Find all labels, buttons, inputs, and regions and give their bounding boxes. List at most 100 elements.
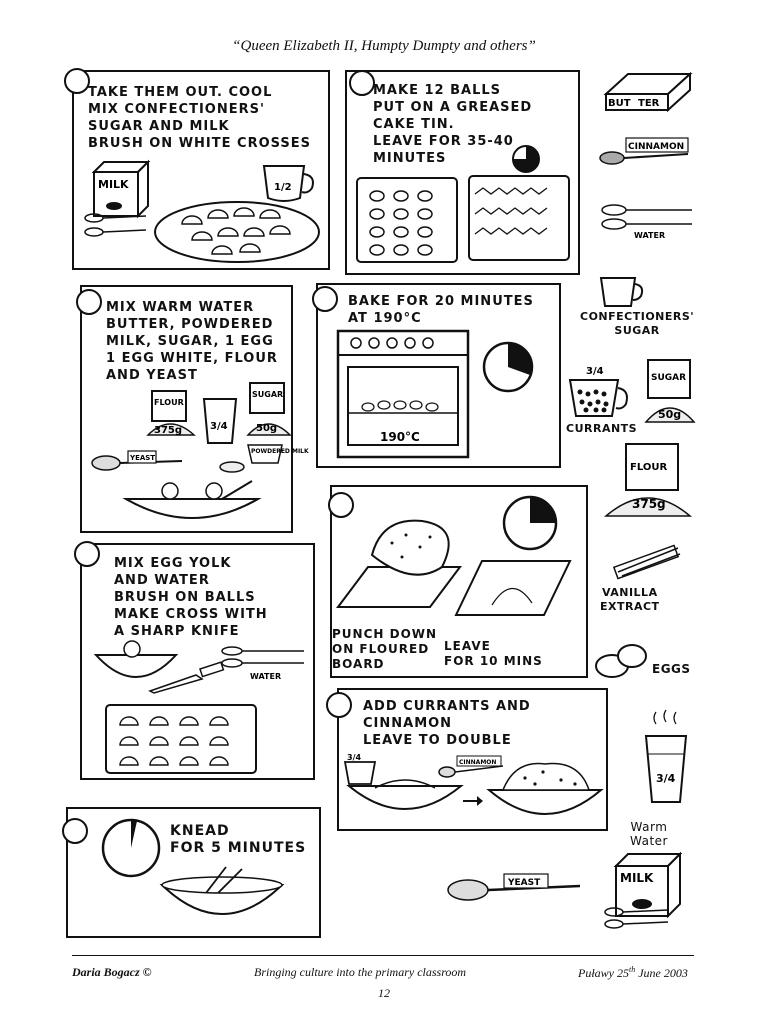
step-number-circle	[74, 541, 100, 567]
greased-tin-icon	[356, 177, 458, 263]
timer-icon	[512, 145, 540, 173]
step-text: TAKE THEM OUT. COOL MIX CONFECTIONERS' S…	[88, 85, 312, 151]
cinnamon-spoon-icon: CINNAMON	[438, 755, 504, 778]
step-panel-make-balls: MAKE 12 BALLS PUT ON A GREASED CAKE TIN.…	[345, 70, 580, 275]
milk-label: MILK	[620, 871, 654, 885]
currants-fraction: 3/4	[586, 366, 604, 377]
step-number-circle	[326, 692, 352, 718]
sugar-weight: 50g	[256, 423, 277, 434]
currants-label: CURRANTS	[566, 422, 638, 435]
step-panel-mix-ingredients: MIX WARM WATER BUTTER, POWDERED MILK, SU…	[80, 285, 309, 533]
yeast-spoon-icon: YEAST	[91, 450, 183, 471]
tray-of-buns-icon	[105, 704, 257, 774]
powdered-milk-label: POWDERED MILK	[251, 448, 309, 455]
milk-spoons-icon	[604, 907, 669, 929]
fraction-label: 3/4	[656, 772, 676, 785]
cinnamon-spoon-icon: CINNAMON	[599, 137, 689, 165]
sugar-bag-icon: SUGAR 50g	[246, 382, 292, 436]
butter-icon: BUT TER	[603, 71, 693, 113]
step-panel-egg-wash: MIX EGG YOLK AND WATER BRUSH ON BALLS MA…	[80, 543, 315, 780]
flour-label: FLOUR	[630, 462, 667, 473]
eggs-label: EGGS	[652, 662, 691, 676]
milk-carton-icon: MILK	[91, 159, 151, 219]
dough-bowl-small-icon	[346, 779, 464, 810]
step-text: MIX EGG YOLK AND WATER BRUSH ON BALLS MA…	[114, 556, 268, 639]
footer-divider	[72, 955, 694, 956]
step-panel-bake: BAKE FOR 20 MINUTES AT 190°C 190°C	[316, 283, 561, 468]
timer-icon	[482, 341, 534, 393]
confectioners-sugar-cup-icon	[599, 277, 644, 307]
flour-weight: 375g	[632, 497, 666, 511]
step-number-circle	[62, 818, 88, 844]
kneading-bowl-icon	[159, 866, 285, 915]
butter-label: BUT	[608, 98, 631, 109]
knife-icon	[148, 661, 225, 694]
cinnamon-label: CINNAMON	[628, 142, 684, 152]
timer-icon	[101, 818, 161, 878]
floured-board-dough-icon	[336, 519, 462, 608]
buns-plate-icon	[154, 201, 320, 263]
footer-author: Daria Bogacz ©	[72, 965, 152, 979]
powdered-milk-icon: POWDERED MILK	[219, 444, 309, 473]
sugar-label: SUGAR	[252, 390, 283, 399]
currants-cup-icon: 3/4	[343, 753, 377, 785]
sugar-weight: 50g	[658, 408, 681, 421]
spoons-icon	[84, 213, 147, 237]
step-number-circle	[312, 286, 338, 312]
sugar-bag-icon: SUGAR 50g	[644, 359, 696, 423]
footer-date: Puławy 25th June 2003	[578, 965, 688, 981]
water-label: WATER	[250, 672, 281, 681]
confectioners-sugar-label: CONFECTIONERS' SUGAR	[580, 310, 695, 337]
milk-carton-icon: MILK	[613, 851, 683, 919]
footer-date-place: Puławy 25	[578, 966, 629, 980]
step-text: ADD CURRANTS AND CINNAMON LEAVE TO DOUBL…	[363, 699, 531, 748]
page-title: “Queen Elizabeth II, Humpty Dumpty and o…	[232, 38, 536, 54]
oven-icon: 190°C	[336, 329, 470, 459]
sugar-label: SUGAR	[651, 373, 686, 383]
yeast-label: YEAST	[129, 454, 155, 462]
covered-board-icon	[454, 560, 572, 616]
yeast-spoon-icon: YEAST	[447, 873, 581, 901]
eggs-icon	[595, 644, 647, 678]
water-glass-icon: 3/4	[202, 398, 238, 444]
step-text: BAKE FOR 20 MINUTES AT 190°C	[348, 294, 534, 326]
warm-water-label: Warm Water	[630, 820, 668, 848]
fraction-label: 3/4	[210, 421, 228, 432]
milk-label: MILK	[98, 178, 129, 191]
step-text: PUNCH DOWN ON FLOURED BOARD	[332, 627, 438, 671]
step-text: MAKE 12 BALLS PUT ON A GREASED CAKE TIN.…	[373, 83, 533, 166]
flour-bag-icon: FLOUR 375g	[603, 443, 693, 517]
warm-water-glass-icon: 3/4	[644, 709, 688, 803]
fraction-label: 3/4	[347, 753, 361, 762]
spoons-icon: WATER	[221, 646, 304, 681]
vanilla-extract-icon	[612, 544, 681, 580]
step-text: MIX WARM WATER BUTTER, POWDERED MILK, SU…	[106, 300, 278, 383]
step-number-circle	[328, 492, 354, 518]
butter-label: TER	[638, 98, 660, 109]
footer-date-rest: June 2003	[635, 966, 688, 980]
step-panel-cool-and-glaze: TAKE THEM OUT. COOL MIX CONFECTIONERS' S…	[72, 70, 330, 270]
currants-cup-icon: 3/4	[568, 366, 628, 417]
step-text: KNEAD FOR 5 MINUTES	[170, 823, 307, 856]
page-number: 12	[378, 986, 390, 1000]
cinnamon-label: CINNAMON	[459, 759, 496, 766]
step-number-circle	[76, 289, 102, 315]
flour-weight: 375g	[154, 425, 182, 436]
timer-icon	[502, 495, 558, 551]
step-panel-knead: KNEAD FOR 5 MINUTES	[66, 807, 321, 938]
glaze-cup-icon: 1/2	[262, 165, 314, 202]
vanilla-extract-label: VANILLA EXTRACT	[600, 586, 660, 613]
flour-bag-icon: FLOUR 375g	[146, 390, 196, 436]
yeast-label: YEAST	[507, 878, 541, 888]
oven-temp-label: 190°C	[380, 430, 420, 444]
water-label: WATER	[634, 231, 665, 240]
arrow-icon	[463, 796, 483, 806]
half-label: 1/2	[274, 182, 292, 193]
mixing-bowl-icon	[122, 480, 262, 519]
step-panel-add-currants: ADD CURRANTS AND CINNAMON LEAVE TO DOUBL…	[337, 688, 608, 831]
step-number-circle	[64, 68, 90, 94]
step-text: LEAVE FOR 10 MINS	[444, 639, 543, 668]
covered-tin-icon	[468, 175, 570, 261]
dough-bowl-large-icon	[486, 762, 604, 815]
step-number-circle	[349, 70, 375, 96]
